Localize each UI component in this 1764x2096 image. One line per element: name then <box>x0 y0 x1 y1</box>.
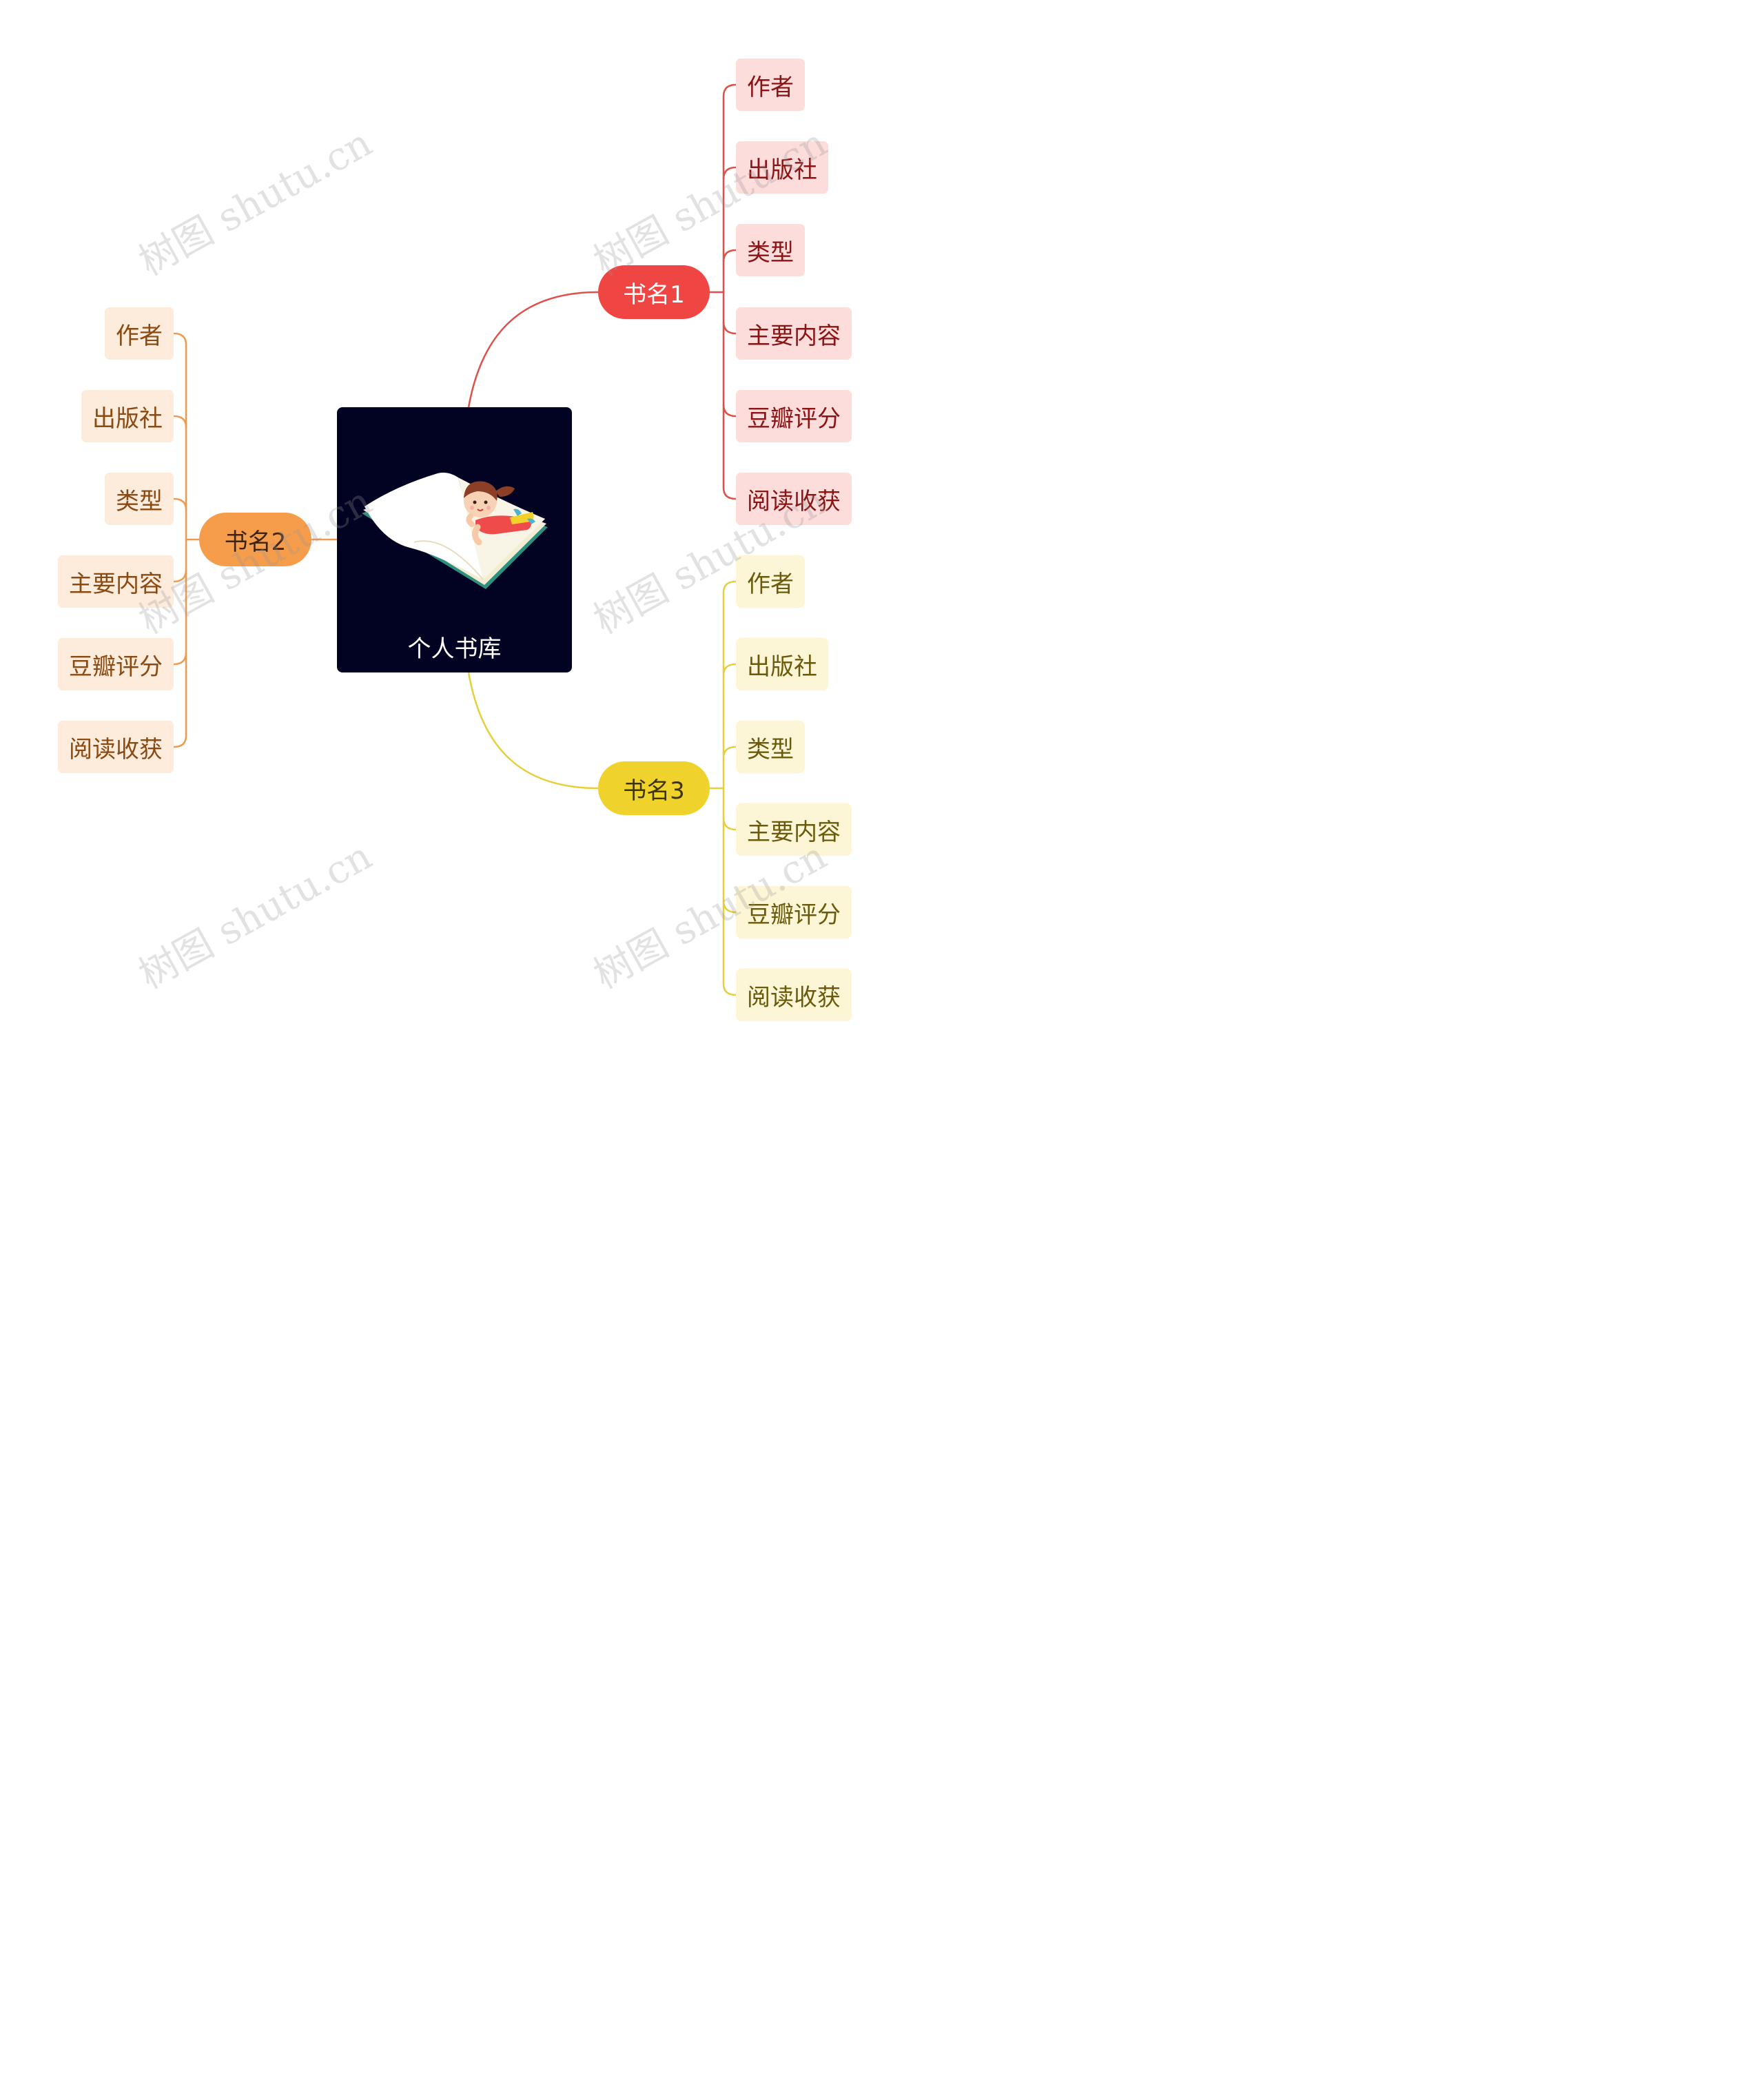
book1-genre[interactable]: 类型 <box>736 224 805 276</box>
book3-genre[interactable]: 类型 <box>736 721 805 773</box>
branch-book3[interactable]: 书名3 <box>598 761 710 815</box>
mind-map-canvas: 个人书库 书名1 书名2 书名3 作者 出版社 类型 主要内容 豆瓣评分 阅读收… <box>0 0 914 1085</box>
link-root-book1 <box>467 291 599 408</box>
book2-publisher[interactable]: 出版社 <box>81 390 174 442</box>
book3-takeaways[interactable]: 阅读收获 <box>736 969 852 1021</box>
book1-summary[interactable]: 主要内容 <box>736 307 852 360</box>
book3-summary[interactable]: 主要内容 <box>736 803 852 856</box>
book3-publisher[interactable]: 出版社 <box>736 638 828 690</box>
book2-genre[interactable]: 类型 <box>105 473 174 525</box>
root-title: 个人书库 <box>407 635 502 663</box>
book3-douban-rating[interactable]: 豆瓣评分 <box>736 886 852 938</box>
book1-publisher[interactable]: 出版社 <box>736 141 828 194</box>
book1-bracket <box>710 83 737 500</box>
book2-douban-rating[interactable]: 豆瓣评分 <box>58 638 174 690</box>
branch-book2[interactable]: 书名2 <box>199 513 311 566</box>
book2-summary[interactable]: 主要内容 <box>58 555 174 608</box>
book2-takeaways[interactable]: 阅读收获 <box>58 721 174 773</box>
link-root-book3 <box>467 672 599 790</box>
book2-bracket <box>173 332 199 748</box>
book2-author[interactable]: 作者 <box>105 307 174 360</box>
book1-takeaways[interactable]: 阅读收获 <box>736 473 852 525</box>
branch-book1[interactable]: 书名1 <box>598 265 710 319</box>
book3-author[interactable]: 作者 <box>736 555 805 608</box>
book1-douban-rating[interactable]: 豆瓣评分 <box>736 390 852 442</box>
book-reading-girl-illustration <box>362 472 548 589</box>
book3-bracket <box>710 580 737 996</box>
book1-author[interactable]: 作者 <box>736 59 805 111</box>
connector-lines <box>173 83 737 996</box>
